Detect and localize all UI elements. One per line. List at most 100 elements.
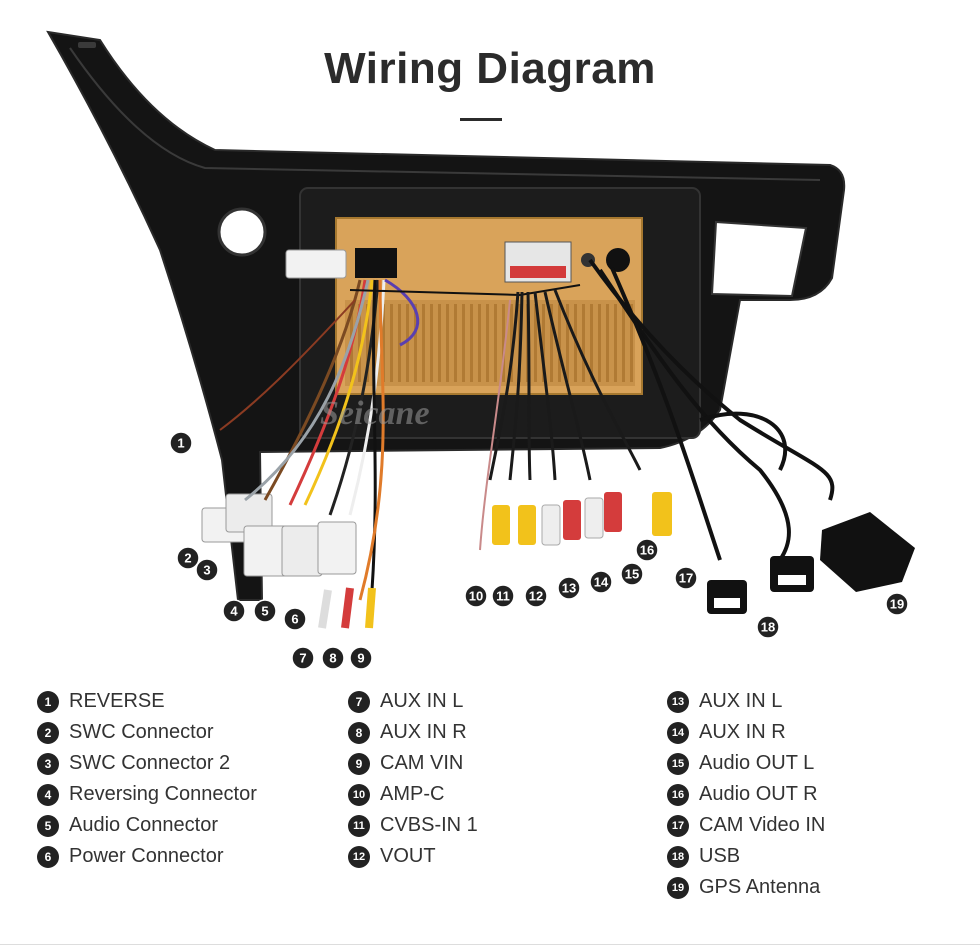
callout-marker: 2 — [176, 546, 200, 570]
callout-number: 18 — [761, 620, 775, 635]
legend-label: AUX IN L — [380, 690, 464, 712]
heat-sink-fin — [502, 304, 505, 382]
callout-number: 9 — [357, 651, 364, 666]
callout-circle — [491, 584, 515, 608]
callout-circle — [620, 562, 644, 586]
callout-circle — [291, 646, 315, 670]
bezel-top-slot — [78, 42, 96, 48]
callout-marker: 7 — [291, 646, 315, 670]
legend-item: 19 GPS Antenna — [667, 872, 825, 903]
legend-label: AMP-C — [380, 783, 445, 805]
heat-sink-fin — [606, 304, 609, 382]
callout-number: 16 — [640, 543, 654, 558]
heat-sink-fin — [470, 304, 473, 382]
callout-marker: 13 — [557, 576, 581, 600]
legend-label: CAM Video IN — [699, 814, 826, 836]
heat-sink-fin — [366, 304, 369, 382]
legend-number-badge: 1 — [37, 690, 59, 713]
legend-number-badge: 15 — [667, 752, 689, 775]
callout-marker: 8 — [321, 646, 345, 670]
heat-sink-fin — [494, 304, 497, 382]
callout-circle — [222, 599, 246, 623]
legend-label: SWC Connector 2 — [69, 752, 231, 774]
callout-number: 11 — [496, 589, 510, 604]
harness-connector-top — [285, 249, 347, 279]
callout-number: 6 — [291, 612, 298, 627]
callout-marker: 11 — [491, 584, 515, 608]
callout-circle — [169, 431, 193, 455]
callout-number: 4 — [230, 604, 238, 619]
legend-label: Power Connector — [69, 845, 224, 867]
legend-number-badge: 6 — [37, 845, 59, 868]
callout-marker: 5 — [253, 599, 277, 623]
callout-marker: 4 — [222, 599, 246, 623]
legend-number-badge: 5 — [37, 814, 59, 837]
heat-sink-fin — [462, 304, 465, 382]
heat-sink-fin — [430, 304, 433, 382]
usb-gps-cables — [588, 258, 835, 562]
callout-marker: 1 — [169, 431, 193, 455]
callout-circle — [349, 646, 373, 670]
callout-circle — [464, 584, 488, 608]
callout-number: 15 — [625, 567, 639, 582]
callout-circle — [524, 584, 548, 608]
callout-circle — [176, 546, 200, 570]
legend-item: 6 Power Connector — [37, 841, 257, 872]
rca-plugs-left — [318, 587, 376, 629]
callout-number: 17 — [679, 571, 693, 586]
callout-marker: 12 — [524, 584, 548, 608]
gps-antenna — [820, 512, 915, 592]
heat-sink-fin — [422, 304, 425, 382]
legend-number-badge: 9 — [348, 752, 370, 775]
watermark: Seicane — [320, 395, 430, 432]
legend-number-badge: 14 — [667, 721, 689, 744]
legend-label: GPS Antenna — [699, 876, 821, 898]
legend-label: CAM VIN — [380, 752, 464, 774]
callout-number: 8 — [329, 651, 336, 666]
callout-marker: 15 — [620, 562, 644, 586]
legend-label: REVERSE — [69, 690, 165, 712]
title-underline — [460, 118, 502, 121]
heat-sink-fin — [510, 304, 513, 382]
legend-number-badge: 7 — [348, 690, 370, 713]
legend-number-badge: 11 — [348, 814, 370, 837]
callout-marker: 9 — [349, 646, 373, 670]
legend-item: 1 REVERSE — [37, 686, 257, 717]
antenna-socket — [606, 248, 630, 272]
heat-sink-fin — [622, 304, 625, 382]
legend-number-badge: 12 — [348, 845, 370, 868]
rca-cables-center — [479, 289, 642, 551]
heat-sink-fin — [590, 304, 593, 382]
heat-sink-fin — [582, 304, 585, 382]
callout-circle — [674, 566, 698, 590]
callout-circle — [283, 607, 307, 631]
callout-number: 19 — [890, 597, 904, 612]
callout-number: 14 — [594, 575, 609, 590]
callout-number: 7 — [299, 651, 306, 666]
heat-sink-fin — [550, 304, 553, 382]
heat-sink-fin — [630, 304, 633, 382]
callout-circle — [253, 599, 277, 623]
heat-sink-fin — [398, 304, 401, 382]
callout-number: 5 — [261, 604, 268, 619]
callout-number: 12 — [529, 589, 543, 604]
callout-circle — [195, 558, 219, 582]
legend-number-badge: 10 — [348, 783, 370, 806]
callout-number: 10 — [469, 589, 483, 604]
heat-sink-fin — [406, 304, 409, 382]
legend-number-badge: 19 — [667, 876, 689, 899]
bezel-inner-edge — [69, 47, 821, 181]
page-title: Wiring Diagram — [324, 44, 656, 93]
callout-circle — [557, 576, 581, 600]
heat-sink-fin — [486, 304, 489, 382]
